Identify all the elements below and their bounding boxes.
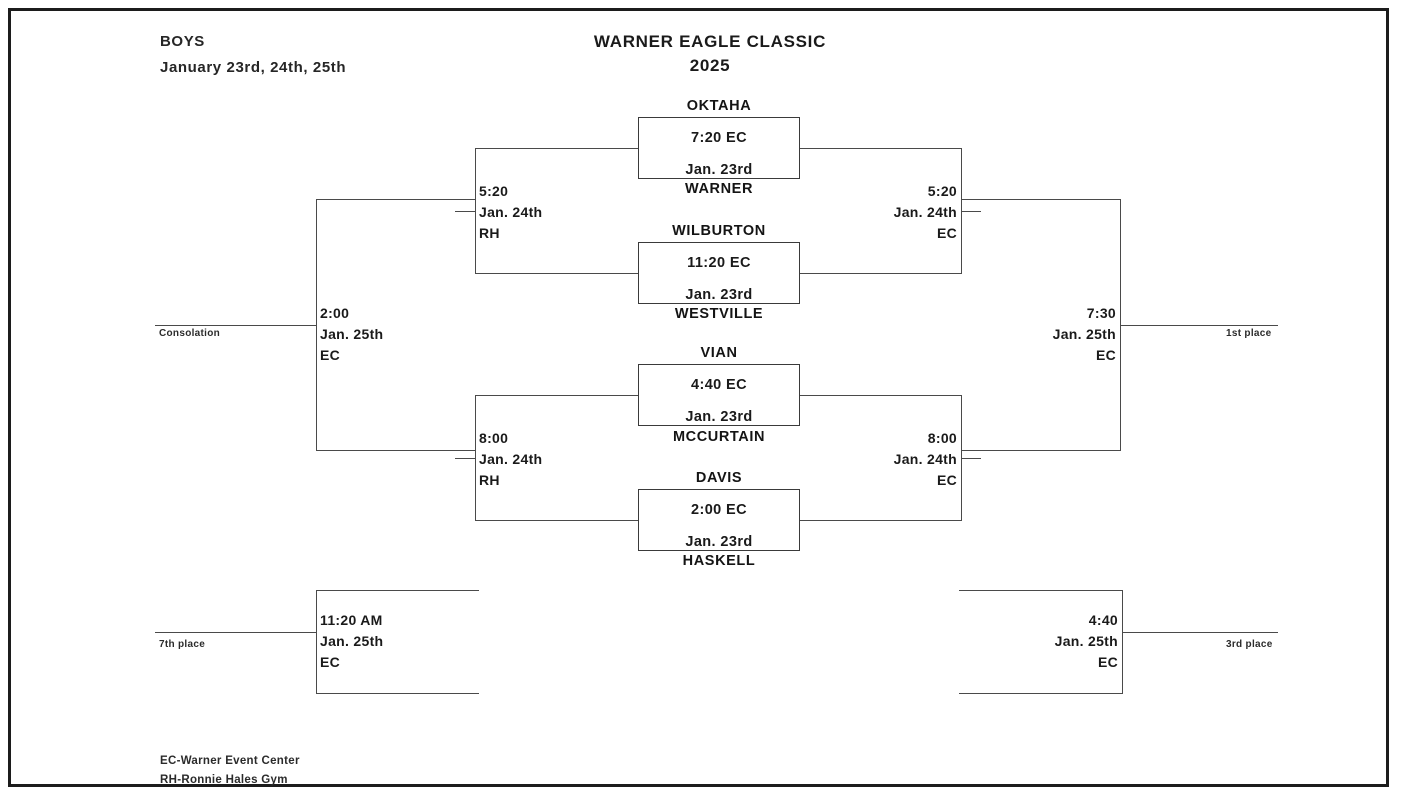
seventh-place-info: 11:20 AM Jan. 25th EC [320,610,383,673]
connector-game3-to-winners-bottom [800,395,961,396]
consolation-final-time: 2:00 [320,305,350,321]
winners-semi-bottom-date: Jan. 24th [893,451,957,467]
team-haskell: HASKELL [682,553,756,569]
game-1-time: 7:20 EC [691,130,747,146]
game-3-time: 4:40 EC [691,377,747,393]
winners-semi-top-output [961,211,981,212]
tournament-dates: January 23rd, 24th, 25th [160,59,347,76]
losers-semi-top-venue: RH [479,225,500,241]
losers-semi-bottom-output [455,458,475,459]
losers-semi-bottom-date: Jan. 24th [479,451,543,467]
connector-game2-to-winners-top [800,273,961,274]
team-mccurtain: MCCURTAIN [672,429,766,445]
connector-game1-to-winners-top [800,148,961,149]
game-2-time: 11:20 EC [687,255,751,271]
third-place-feed-bottom [959,693,1122,694]
division-label: BOYS [160,33,205,50]
championship-date: Jan. 25th [1052,326,1116,342]
team-davis: DAVIS [695,470,743,486]
third-place-venue: EC [1097,654,1118,670]
team-wilburton: WILBURTON [672,223,766,239]
losers-semi-bottom-time: 8:00 [479,430,509,446]
championship-info: 7:30 Jan. 25th EC [1020,303,1116,366]
connector-game4-to-losers-bottom [475,520,638,521]
championship-time: 7:30 [1086,305,1116,321]
seventh-place-feed-top [316,590,479,591]
connector-losers-top-to-consolation [316,199,475,200]
consolation-final-venue: EC [320,347,341,363]
consolation-final-bracket [316,199,317,451]
championship-output [1120,325,1278,326]
game-4-time: 2:00 EC [691,502,747,518]
losers-semi-bottom-venue: RH [479,472,500,488]
winners-semi-top-info: 5:20 Jan. 24th EC [861,181,957,244]
team-vian: VIAN [700,345,738,361]
connector-winners-bottom-to-final [961,450,1120,451]
connector-game1-to-losers-top [475,148,638,149]
page-title: WARNER EAGLE CLASSIC [593,32,827,51]
document-frame [8,8,1389,787]
game-box-3: 4:40 EC Jan. 23rd [638,364,800,426]
seventh-place-time: 11:20 AM [320,612,383,628]
page-title-year: 2025 [689,56,731,75]
third-place-info: 4:40 Jan. 25th EC [1022,610,1118,673]
team-warner: WARNER [684,181,754,197]
seventh-place-outcome-label: 7th place [159,639,206,650]
consolation-final-output [155,325,316,326]
losers-semi-top-date: Jan. 24th [479,204,543,220]
team-oktaha: OKTAHA [686,98,752,114]
winners-semi-top-venue: EC [936,225,957,241]
third-place-date: Jan. 25th [1054,633,1118,649]
third-place-outcome-label: 3rd place [1226,639,1273,650]
losers-semi-bottom-bracket [475,395,476,521]
seventh-place-date: Jan. 25th [320,633,384,649]
losers-semi-top-output [455,211,475,212]
losers-semi-bottom-info: 8:00 Jan. 24th RH [479,428,542,491]
winners-semi-bottom-venue: EC [936,472,957,488]
losers-semi-top-time: 5:20 [479,183,509,199]
connector-game2-to-losers-top [475,273,638,274]
game-box-4: 2:00 EC Jan. 23rd [638,489,800,551]
legend-line-ec: EC-Warner Event Center [160,755,300,767]
connector-losers-bottom-to-consolation [316,450,475,451]
losers-semi-top-bracket [475,148,476,274]
third-place-time: 4:40 [1088,612,1118,628]
winners-semi-bottom-output [961,458,981,459]
game-2-date: Jan. 23rd [685,287,753,303]
seventh-place-output [155,632,316,633]
connector-game3-to-losers-bottom [475,395,638,396]
venue-legend: EC-Warner Event Center RH-Ronnie Hales G… [160,752,300,790]
game-box-1: 7:20 EC Jan. 23rd [638,117,800,179]
third-place-feed-top [959,590,1122,591]
game-4-date: Jan. 23rd [685,534,753,550]
championship-outcome-label: 1st place [1226,328,1272,339]
consolation-outcome-label: Consolation [159,328,221,339]
team-westville: WESTVILLE [674,306,764,322]
losers-semi-top-info: 5:20 Jan. 24th RH [479,181,542,244]
third-place-output [1122,632,1278,633]
legend-line-rh: RH-Ronnie Hales Gym [160,774,288,786]
championship-venue: EC [1095,347,1116,363]
winners-semi-top-date: Jan. 24th [893,204,957,220]
seventh-place-venue: EC [320,654,341,670]
third-place-bracket [1122,590,1123,694]
seventh-place-bracket [316,590,317,694]
winners-semi-bottom-time: 8:00 [927,430,957,446]
winners-semi-top-time: 5:20 [927,183,957,199]
game-3-date: Jan. 23rd [685,409,753,425]
connector-game4-to-winners-bottom [800,520,961,521]
game-1-date: Jan. 23rd [685,162,753,178]
consolation-final-date: Jan. 25th [320,326,384,342]
connector-winners-top-to-final [961,199,1120,200]
consolation-final-info: 2:00 Jan. 25th EC [320,303,383,366]
seventh-place-feed-bottom [316,693,479,694]
winners-semi-bottom-info: 8:00 Jan. 24th EC [861,428,957,491]
game-box-2: 11:20 EC Jan. 23rd [638,242,800,304]
